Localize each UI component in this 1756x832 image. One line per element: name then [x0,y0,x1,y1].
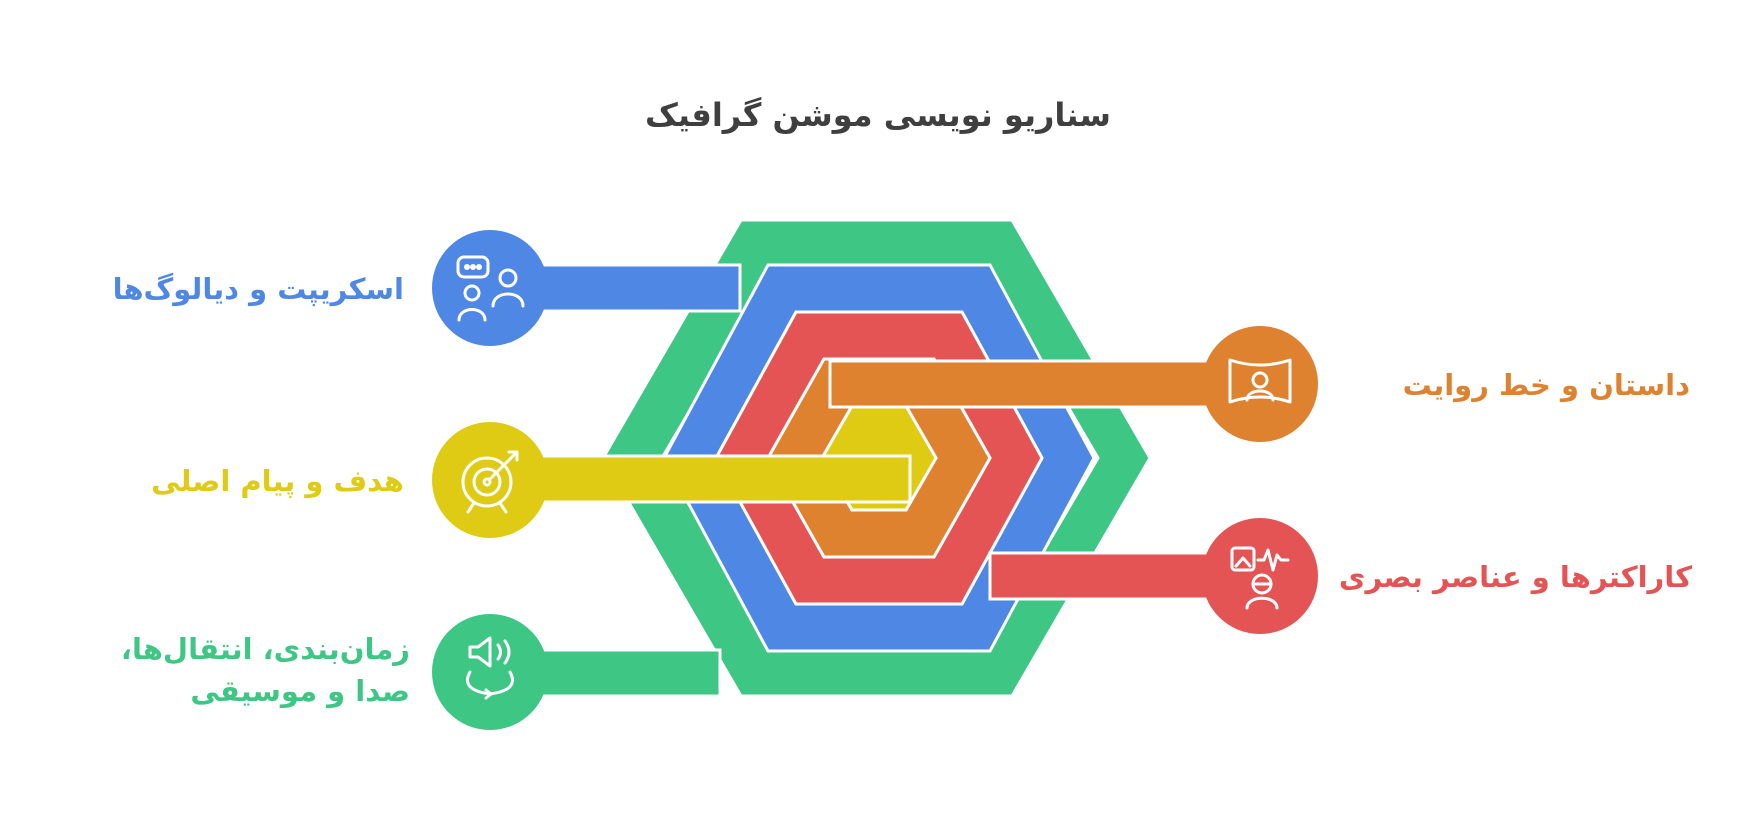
connector-orange [828,359,1262,409]
target-arrow-icon [432,422,548,538]
connector-yellow [488,454,912,504]
label-characters-visuals: کاراکترها و عناصر بصری [1338,560,1692,594]
panorama-person-icon [1202,326,1318,442]
label-story-narrative: داستان و خط روایت [1402,368,1690,402]
label-scripts-dialogues: اسکریپت و دیالوگ‌ها [112,272,404,306]
image-character-icon [1202,518,1318,634]
chat-people-icon [432,230,548,346]
label-timing-transitions: زمان‌بندی، انتقال‌ها، صدا و موسیقی [120,632,410,709]
label-goal-message: هدف و پیام اصلی [151,464,404,498]
speaker-cycle-icon [432,614,548,730]
page-title: سناریو نویسی موشن گرافیک [645,96,1111,134]
